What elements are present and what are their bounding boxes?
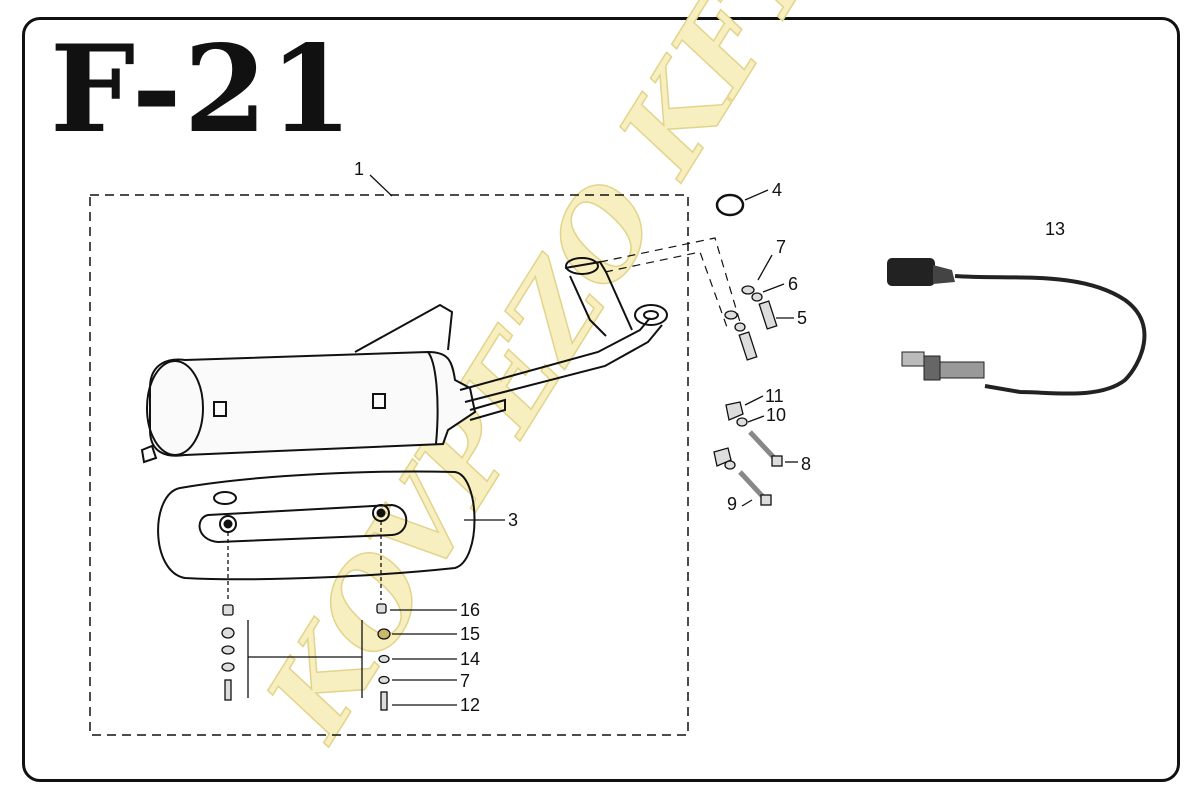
fastener-stack-right xyxy=(376,521,391,711)
callout-13: 13 xyxy=(1045,219,1065,239)
hardware-right xyxy=(713,193,783,506)
callout-5: 5 xyxy=(797,308,807,328)
callout-12: 12 xyxy=(460,695,480,715)
heat-shield xyxy=(157,470,476,581)
callout-15: 15 xyxy=(460,624,480,644)
callout-9: 9 xyxy=(727,494,737,514)
oxygen-sensor xyxy=(887,258,1147,396)
muffler xyxy=(140,257,668,464)
callout-1: 1 xyxy=(354,159,364,179)
assembly-guides xyxy=(599,237,741,331)
callout-11: 11 xyxy=(765,386,784,406)
callout-8: 8 xyxy=(801,454,811,474)
fastener-stack-left xyxy=(221,532,363,701)
callout-3: 3 xyxy=(508,510,518,530)
callout-14: 14 xyxy=(460,649,480,669)
diagram-title: F-21 xyxy=(50,19,355,160)
callout-7a: 7 xyxy=(776,237,786,257)
callout-4: 4 xyxy=(772,180,782,200)
callout-7b: 7 xyxy=(460,671,470,691)
callout-16: 16 xyxy=(460,600,480,620)
callouts: 1 3 4 7 6 5 11 10 8 9 13 16 15 14 7 12 xyxy=(354,159,1065,715)
callout-10: 10 xyxy=(766,405,786,425)
leader-lines xyxy=(369,174,798,706)
callout-6: 6 xyxy=(788,274,798,294)
